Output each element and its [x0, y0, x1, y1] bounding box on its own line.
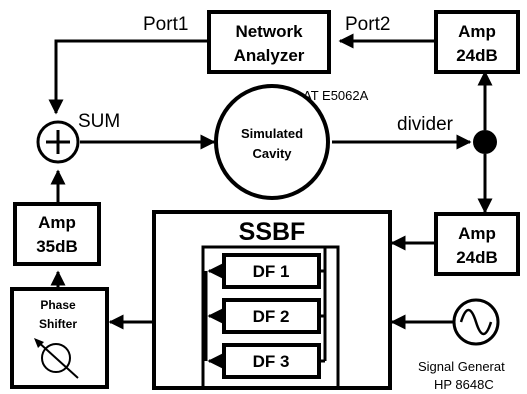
port1-line: [48, 39, 209, 115]
divider-label: divider: [397, 114, 454, 135]
ssbf-title: SSBF: [239, 218, 306, 246]
signal-generator-line1: Signal Generat: [418, 359, 505, 374]
divider-node: [473, 130, 497, 154]
cavity-line2: Cavity: [252, 146, 292, 161]
amp-top-line1: Amp: [458, 22, 496, 41]
network-analyzer-line2: Analyzer: [234, 46, 305, 65]
phase-shifter-needle-icon: [35, 339, 79, 379]
sum-label: SUM: [78, 111, 120, 132]
df3-box: [222, 343, 321, 379]
phase-shifter-box: [10, 287, 109, 389]
port2-label: Port2: [345, 14, 390, 35]
df1-box: [222, 253, 321, 289]
amp-top-box: [434, 10, 520, 74]
phase-shifter-line1: Phase: [40, 298, 76, 312]
cavity-line1: Simulated: [241, 126, 303, 141]
amp-left-line2: 35dB: [36, 237, 78, 256]
network-analyzer-line1: Network: [235, 22, 303, 41]
df2-label: DF 2: [253, 307, 290, 326]
simulated-cavity-circle: [214, 84, 330, 200]
df1-label: DF 1: [253, 262, 290, 281]
signal-generator-line2: HP 8648C: [434, 377, 494, 392]
port1-label: Port1: [143, 14, 188, 35]
amp-left-box: [13, 202, 101, 266]
ssbf-inner-box: [201, 245, 340, 390]
amp-mid-line1: Amp: [458, 224, 496, 243]
df2-box: [222, 298, 321, 334]
network-analyzer-model: AT E5062A: [303, 88, 369, 103]
amp-left-line1: Amp: [38, 213, 76, 232]
amp-mid-box: [434, 212, 520, 276]
phase-shifter-arrowhead-icon: [34, 338, 44, 348]
sine-wave-icon: [459, 308, 493, 336]
df3-label: DF 3: [253, 352, 290, 371]
phase-shifter-dial-icon: [41, 343, 71, 373]
phase-shifter-line2: Shifter: [39, 317, 77, 331]
amp-mid-line2: 24dB: [456, 248, 498, 267]
network-analyzer-box: [207, 10, 331, 74]
amp-top-line2: 24dB: [456, 46, 498, 65]
